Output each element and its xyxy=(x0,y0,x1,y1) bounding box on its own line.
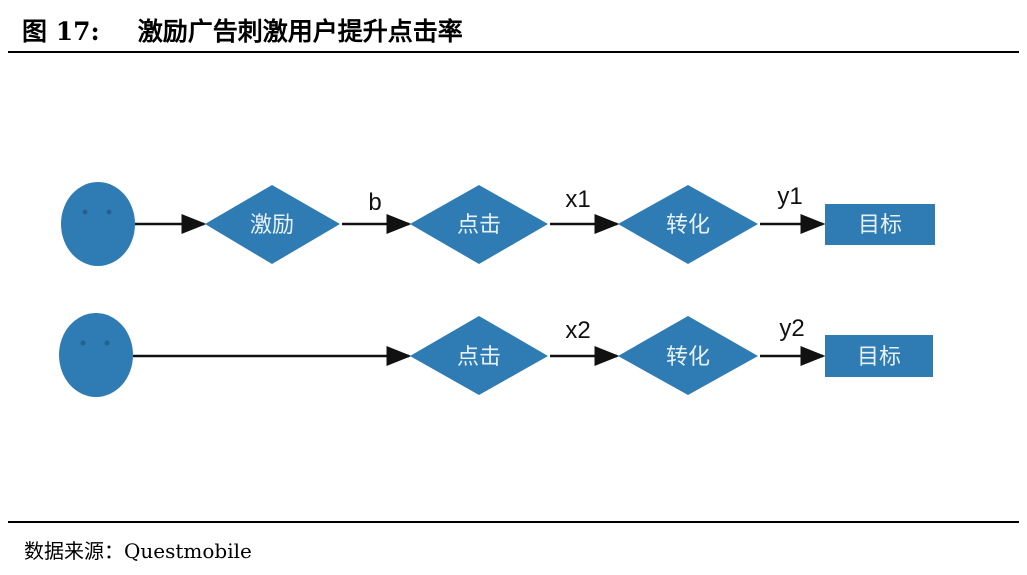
node-incentive xyxy=(205,185,340,264)
user-avatar-icon xyxy=(61,182,135,266)
top-rule xyxy=(8,51,1019,53)
node-label: 转化 xyxy=(666,345,710,370)
figure-title: 图 17: 激励广告刺激用户提升点击率 xyxy=(22,12,463,48)
node-label: 激励 xyxy=(250,213,294,238)
node-click xyxy=(410,185,548,264)
node-target xyxy=(825,335,933,377)
node-conversion xyxy=(618,185,758,264)
figure-number: 图 17: xyxy=(22,17,100,46)
node-label: 点击 xyxy=(457,345,501,370)
edge-label: y1 xyxy=(777,183,802,210)
node-label: 转化 xyxy=(666,213,710,238)
row-2: 点击 x2 转化 y2 目标 xyxy=(59,313,933,397)
node-target xyxy=(825,204,935,245)
node-label: 点击 xyxy=(457,213,501,238)
figure-caption: 激励广告刺激用户提升点击率 xyxy=(137,17,463,46)
node-label: 目标 xyxy=(857,345,901,370)
edge-label: y2 xyxy=(779,315,804,342)
edge-label: x1 xyxy=(565,186,590,213)
source-note: 数据来源：Questmobile xyxy=(24,539,252,563)
edge-label: b xyxy=(368,189,381,216)
edge-label: x2 xyxy=(565,317,590,344)
node-label: 目标 xyxy=(858,213,902,238)
user-avatar-icon xyxy=(59,313,133,397)
row-1: 激励 b 点击 x1 转化 y1 目标 xyxy=(61,182,935,266)
node-click xyxy=(410,316,548,395)
bottom-rule xyxy=(8,521,1019,523)
node-conversion xyxy=(618,316,758,395)
